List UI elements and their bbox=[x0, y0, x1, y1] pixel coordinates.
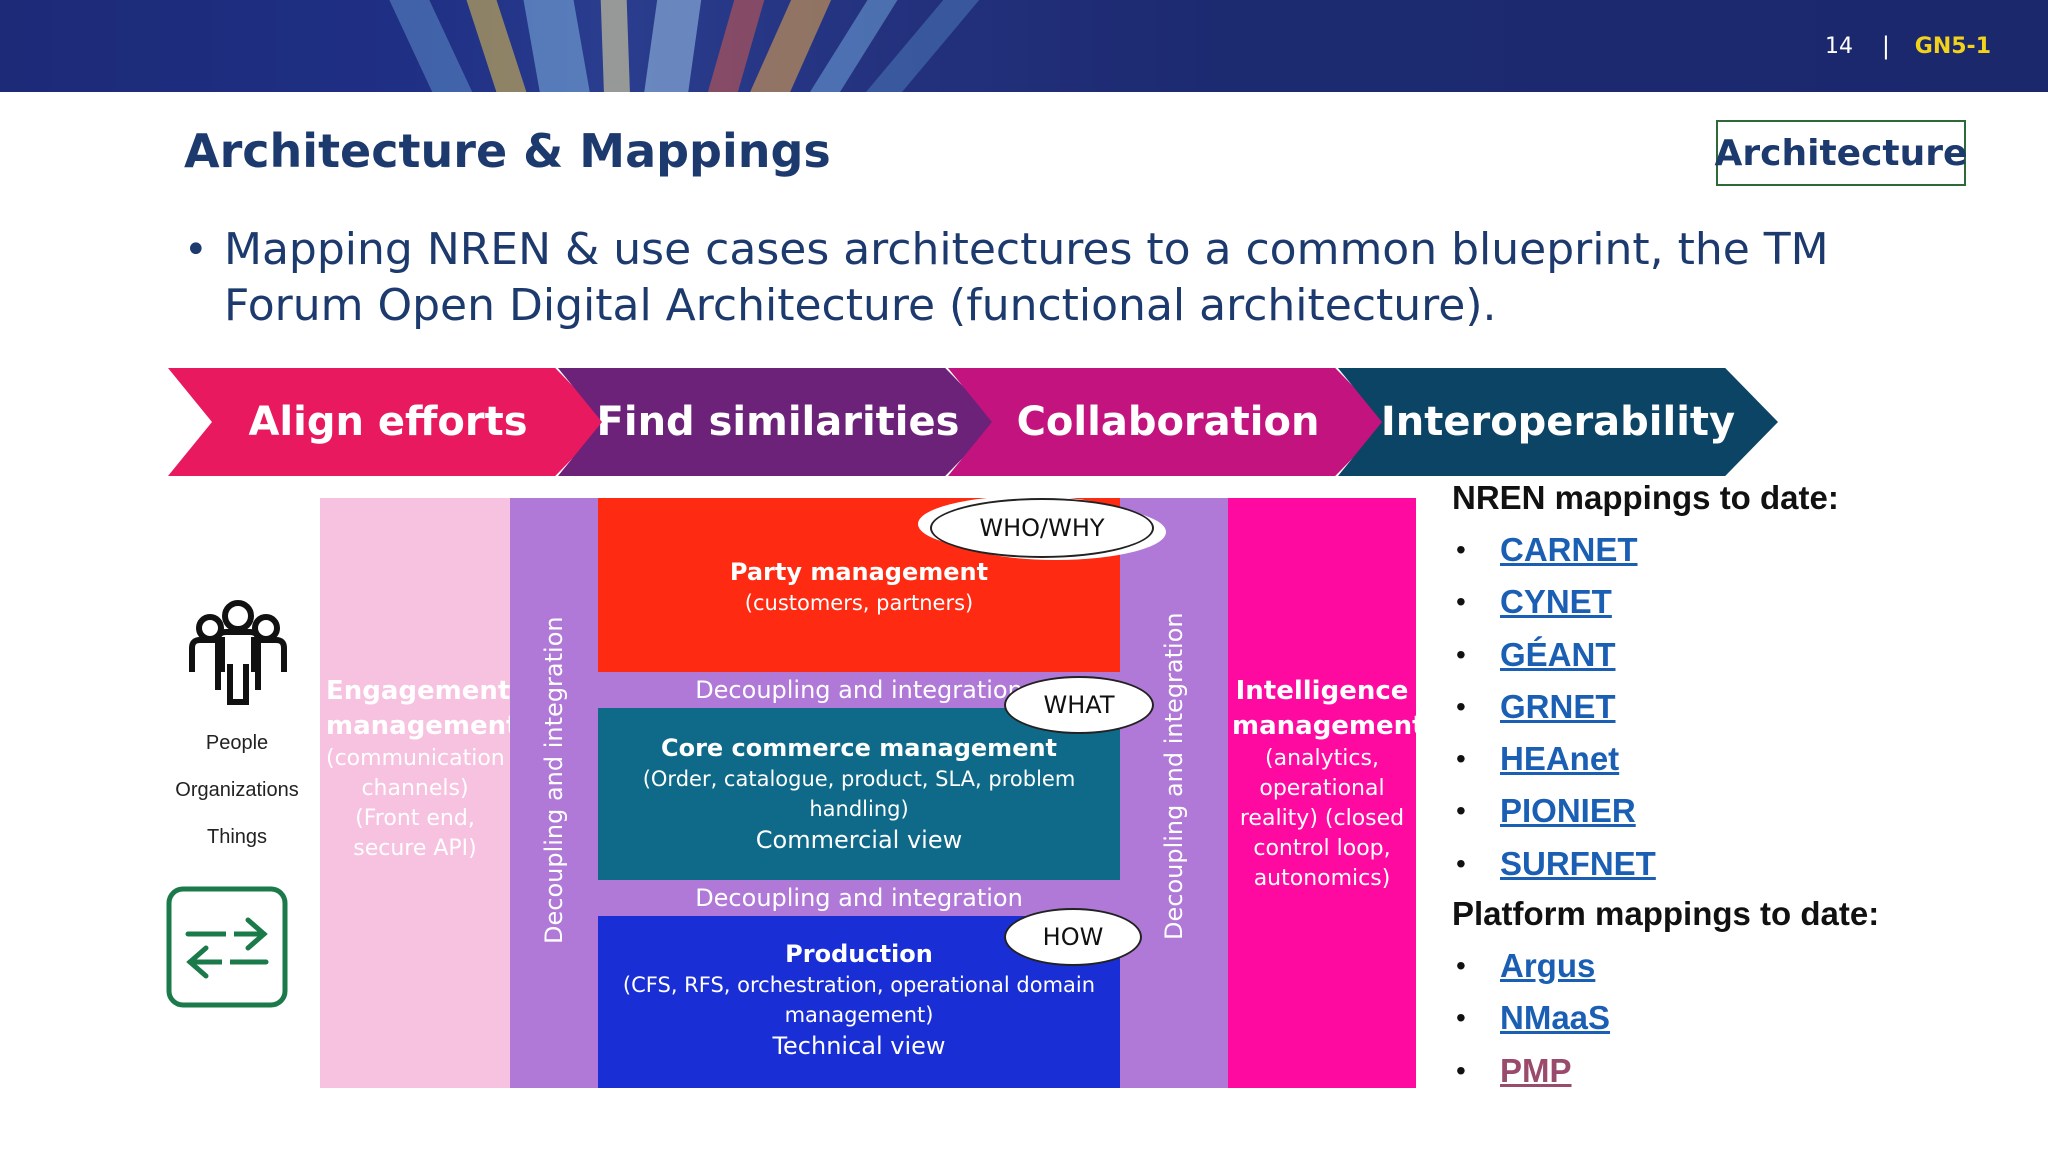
cloud-what: WHAT bbox=[1004, 676, 1154, 734]
link-cynet[interactable]: CYNET bbox=[1500, 583, 1612, 621]
core-commerce-block: Core commerce management (Order, catalog… bbox=[598, 708, 1120, 880]
chevron-interoperability: Interoperability bbox=[1338, 368, 1778, 476]
production-detail: (CFS, RFS, orchestration, operational do… bbox=[622, 973, 1096, 1027]
chevron-find-similarities: Find similarities bbox=[558, 368, 998, 476]
bullet-dot: • bbox=[1456, 1054, 1466, 1086]
list-item: • CARNET bbox=[1452, 526, 2012, 578]
intelligence-title: Intelligence management bbox=[1232, 676, 1425, 741]
party-title: Party management bbox=[729, 558, 989, 586]
production-title: Production bbox=[785, 940, 933, 968]
decoupling-bottom-label: Decoupling and integration bbox=[695, 884, 1023, 912]
link-carnet[interactable]: CARNET bbox=[1500, 531, 1638, 568]
list-item: • SURFNET bbox=[1452, 840, 2012, 892]
cloud-how: HOW bbox=[1004, 908, 1142, 966]
nren-heading: NREN mappings to date: bbox=[1452, 479, 1839, 516]
intelligence-detail: (analytics, operational reality) (closed… bbox=[1239, 746, 1405, 891]
decoupling-top-label: Decoupling and integration bbox=[695, 676, 1023, 704]
link-heanet[interactable]: HEAnet bbox=[1500, 740, 1620, 778]
bullet-dot: • bbox=[1456, 743, 1466, 775]
decoupling-strip-bottom: Decoupling and integration bbox=[598, 880, 1120, 916]
list-item: • PIONIER bbox=[1452, 787, 2012, 839]
bullet-dot: • bbox=[1456, 1002, 1466, 1034]
engagement-panel: Engagement management (communication cha… bbox=[320, 498, 519, 1088]
production-text: Production (CFS, RFS, orchestration, ope… bbox=[608, 938, 1110, 1062]
intelligence-panel: Intelligence management (analytics, oper… bbox=[1228, 498, 1425, 1088]
bullet-dot: • bbox=[1456, 950, 1466, 982]
platform-heading: Platform mappings to date: bbox=[1452, 895, 1880, 933]
bullet-dot: • bbox=[1456, 847, 1466, 879]
list-item: • GÉANT bbox=[1452, 631, 2012, 683]
link-surfnet[interactable]: SURFNET bbox=[1500, 844, 1656, 882]
bullet-dot: • bbox=[1456, 638, 1466, 670]
bullet-point: • Mapping NREN & use cases architectures… bbox=[184, 222, 1944, 334]
party-text: Party management (customers, partners) bbox=[598, 556, 1120, 618]
party-detail: (customers, partners) bbox=[744, 591, 974, 615]
mappings-panel: NREN mappings to date: • CARNET • CYNET • G… bbox=[1452, 478, 2012, 1099]
label-people: People bbox=[205, 732, 269, 754]
bullet-text: Mapping NREN & use cases architectures t… bbox=[224, 224, 1829, 331]
label-things: Things bbox=[206, 826, 268, 848]
slide-number: 14 bbox=[1825, 34, 1853, 59]
chevron-label: Interoperability bbox=[1380, 399, 1736, 445]
list-item: • CYNET bbox=[1452, 578, 2012, 630]
link-pmp[interactable]: PMP bbox=[1500, 1051, 1572, 1089]
link-argus[interactable]: Argus bbox=[1500, 947, 1596, 985]
production-view: Technical view bbox=[772, 1032, 946, 1060]
engagement-title: Engagement management bbox=[326, 676, 519, 741]
chevron-collaboration: Collaboration bbox=[948, 368, 1388, 476]
decoupling-right-panel: Decoupling and integration bbox=[1120, 498, 1228, 1088]
engagement-text: Engagement management (communication cha… bbox=[326, 674, 519, 864]
link-grnet[interactable]: GRNET bbox=[1500, 687, 1616, 725]
decoupling-right-label: Decoupling and integration bbox=[1160, 612, 1188, 940]
core-detail: (Order, catalogue, product, SLA, problem… bbox=[642, 767, 1076, 821]
engagement-detail: (communication channels) (Front end, sec… bbox=[326, 746, 505, 861]
core-text: Core commerce management (Order, catalog… bbox=[608, 732, 1110, 856]
list-item: • GRNET bbox=[1452, 683, 2012, 735]
architecture-badge: Architecture bbox=[1715, 120, 1967, 186]
link-nmaas[interactable]: NMaaS bbox=[1500, 999, 1611, 1037]
people-group-icon bbox=[186, 598, 290, 706]
list-item: • HEAnet bbox=[1452, 735, 2012, 787]
bullet-dot: • bbox=[1456, 534, 1466, 565]
banner-ray bbox=[460, 0, 536, 92]
chevron-label: Collaboration bbox=[1016, 399, 1320, 445]
exchange-arrows-icon bbox=[166, 886, 288, 1008]
bullet-dot: • bbox=[1456, 690, 1466, 722]
list-item: • Argus bbox=[1452, 942, 2012, 994]
cloud-who-why: WHO/WHY bbox=[930, 498, 1154, 558]
chevron-align-efforts: Align efforts bbox=[168, 368, 608, 476]
bullet-dot: • bbox=[1456, 586, 1466, 618]
label-organizations: Organizations bbox=[175, 779, 299, 801]
decoupling-left-label: Decoupling and integration bbox=[540, 616, 568, 944]
list-item: • NMaaS bbox=[1452, 994, 2012, 1046]
list-item: • PMP bbox=[1452, 1047, 2012, 1099]
chevron-label: Find similarities bbox=[596, 399, 960, 445]
banner-ray bbox=[600, 0, 631, 92]
core-title: Core commerce management bbox=[660, 734, 1058, 762]
banner-ray bbox=[520, 0, 595, 92]
intelligence-text: Intelligence management (analytics, oper… bbox=[1232, 674, 1425, 894]
slide-title: Architecture & Mappings bbox=[184, 124, 831, 178]
bullet-dot: • bbox=[1456, 795, 1466, 827]
chevron-label: Align efforts bbox=[248, 399, 528, 445]
decoupling-strip-top: Decoupling and integration bbox=[598, 672, 1120, 708]
project-tag: GN5-1 bbox=[1914, 34, 1991, 59]
link-geant[interactable]: GÉANT bbox=[1500, 635, 1616, 673]
bullet-dot: • bbox=[184, 227, 208, 273]
header-separator: | bbox=[1881, 32, 1890, 60]
banner-ray bbox=[640, 0, 704, 92]
link-pionier[interactable]: PIONIER bbox=[1500, 792, 1636, 830]
decoupling-left-panel: Decoupling and integration bbox=[510, 498, 598, 1088]
core-view: Commercial view bbox=[755, 826, 963, 854]
banner-ray bbox=[380, 0, 486, 92]
header-banner: 14 | GN5-1 bbox=[0, 0, 2048, 92]
